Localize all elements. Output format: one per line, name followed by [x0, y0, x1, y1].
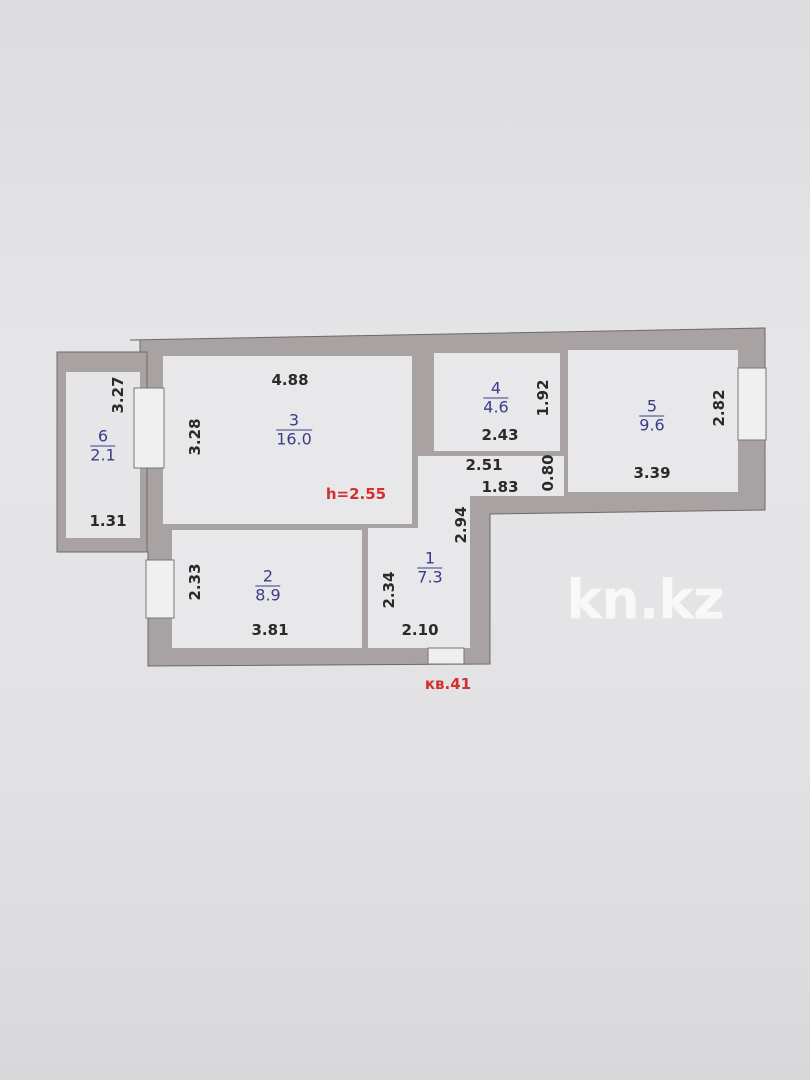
room-4: [434, 353, 560, 451]
dim-r6-height: 3.27: [109, 376, 127, 414]
balcony-6: [66, 372, 140, 538]
dim-r5-width: 3.39: [633, 464, 671, 482]
dim-r5-height: 2.82: [710, 389, 728, 427]
dim-r1-width: 2.10: [401, 621, 439, 639]
apartment-label: кв.41: [424, 675, 472, 693]
dim-r3-height: 3.28: [186, 418, 204, 456]
dim-r3-width: 4.88: [271, 371, 309, 389]
dim-hall-width-2: 1.83: [481, 478, 519, 496]
dim-r1-height: 2.34: [380, 571, 398, 609]
entrance-door: [427, 647, 465, 665]
ceiling-height: h=2.55: [325, 485, 387, 503]
hall: [436, 456, 564, 496]
room-5: [568, 350, 738, 492]
watermark: kn.kz: [566, 568, 724, 632]
room-3: [163, 356, 412, 524]
dim-hall-width: 2.51: [465, 456, 503, 474]
window-room-2: [145, 559, 175, 619]
room-1: [368, 528, 470, 648]
dim-r6-width: 1.31: [89, 512, 127, 530]
dim-r2-width: 3.81: [251, 621, 289, 639]
window-balcony: [133, 387, 165, 469]
dim-hall-height: 0.80: [539, 454, 557, 492]
dim-r2-height: 2.33: [186, 563, 204, 601]
dim-r4-height: 1.92: [534, 379, 552, 417]
dim-r4-width: 2.43: [481, 426, 519, 444]
room-2: [172, 530, 362, 648]
window-room-5: [737, 367, 767, 441]
dim-r1-upper: 2.94: [452, 506, 470, 544]
